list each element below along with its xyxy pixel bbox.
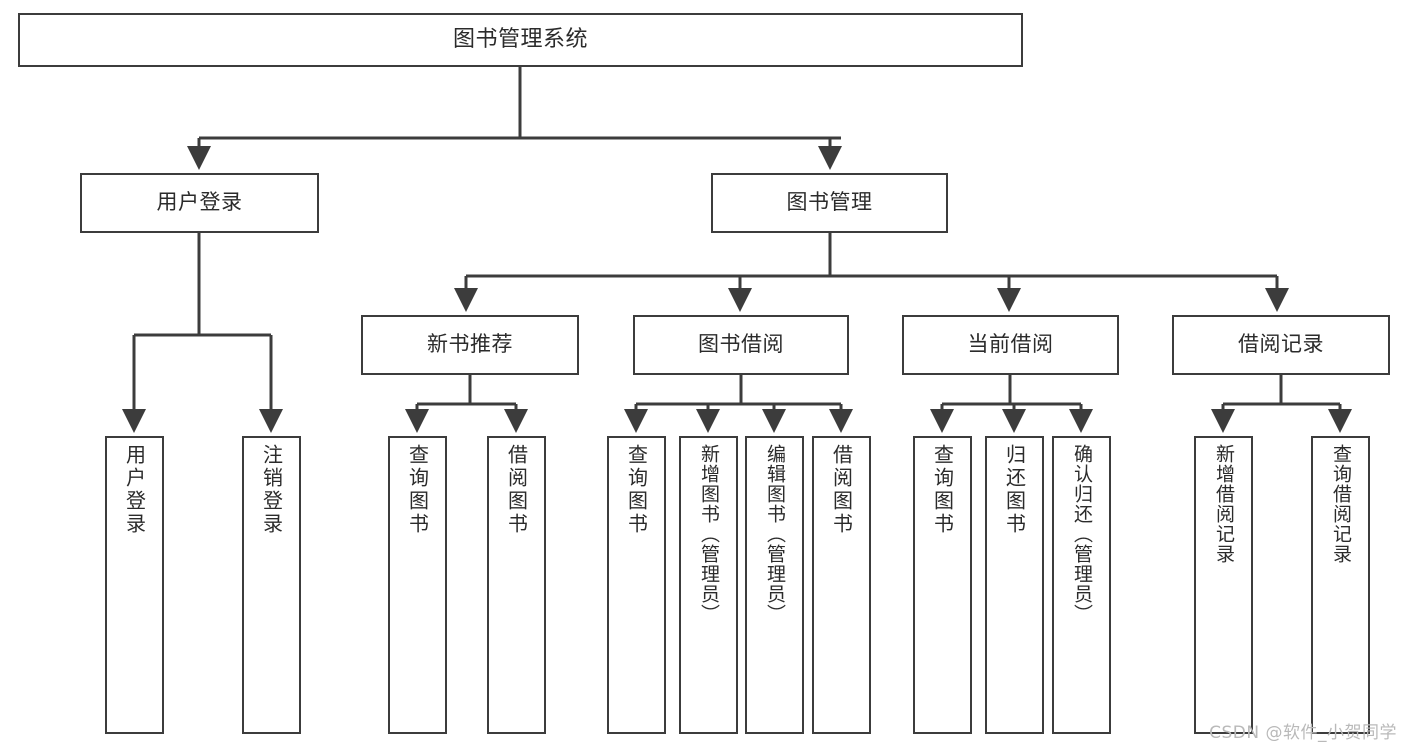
node-user-login[interactable]: 用户登录 bbox=[80, 173, 319, 233]
node-book-borrow-label: 图书借阅 bbox=[698, 332, 784, 357]
leaf-user-login[interactable]: 用户登录 bbox=[105, 436, 164, 734]
node-current-borrow[interactable]: 当前借阅 bbox=[902, 315, 1119, 375]
node-book-borrow[interactable]: 图书借阅 bbox=[633, 315, 849, 375]
leaf-add-borrow-record-label: 新增借阅记录 bbox=[1213, 444, 1235, 564]
node-new-book-recommend[interactable]: 新书推荐 bbox=[361, 315, 579, 375]
leaf-add-borrow-record[interactable]: 新增借阅记录 bbox=[1194, 436, 1253, 734]
leaf-query-borrow-record-label: 查询借阅记录 bbox=[1330, 444, 1352, 564]
leaf-query-book-current[interactable]: 查询图书 bbox=[913, 436, 972, 734]
node-book-manage[interactable]: 图书管理 bbox=[711, 173, 948, 233]
leaf-borrow-book-new[interactable]: 借阅图书 bbox=[487, 436, 546, 734]
leaf-edit-book-admin-label: 编辑图书（管理员） bbox=[764, 444, 786, 624]
leaf-confirm-return-admin-label: 确认归还（管理员） bbox=[1071, 444, 1093, 624]
leaf-query-borrow-record[interactable]: 查询借阅记录 bbox=[1311, 436, 1370, 734]
leaf-logout[interactable]: 注销登录 bbox=[242, 436, 301, 734]
leaf-return-book[interactable]: 归还图书 bbox=[985, 436, 1044, 734]
node-borrow-record[interactable]: 借阅记录 bbox=[1172, 315, 1390, 375]
leaf-user-login-label: 用户登录 bbox=[122, 444, 147, 536]
node-borrow-record-label: 借阅记录 bbox=[1238, 332, 1324, 357]
leaf-borrow-book[interactable]: 借阅图书 bbox=[812, 436, 871, 734]
node-root[interactable]: 图书管理系统 bbox=[18, 13, 1023, 67]
leaf-confirm-return-admin[interactable]: 确认归还（管理员） bbox=[1052, 436, 1111, 734]
leaf-query-book-new-label: 查询图书 bbox=[405, 444, 430, 536]
leaf-query-book-new[interactable]: 查询图书 bbox=[388, 436, 447, 734]
node-new-book-recommend-label: 新书推荐 bbox=[427, 332, 513, 357]
leaf-add-book-admin[interactable]: 新增图书（管理员） bbox=[679, 436, 738, 734]
node-user-login-label: 用户登录 bbox=[156, 190, 243, 215]
leaf-return-book-label: 归还图书 bbox=[1002, 444, 1027, 536]
leaf-query-book-current-label: 查询图书 bbox=[930, 444, 955, 536]
leaf-logout-label: 注销登录 bbox=[259, 444, 284, 536]
leaf-query-book-borrow[interactable]: 查询图书 bbox=[607, 436, 666, 734]
leaf-edit-book-admin[interactable]: 编辑图书（管理员） bbox=[745, 436, 804, 734]
node-current-borrow-label: 当前借阅 bbox=[967, 332, 1054, 357]
node-root-label: 图书管理系统 bbox=[452, 26, 588, 52]
leaf-query-book-borrow-label: 查询图书 bbox=[624, 444, 649, 536]
leaf-borrow-book-label: 借阅图书 bbox=[829, 444, 854, 536]
leaf-add-book-admin-label: 新增图书（管理员） bbox=[698, 444, 720, 624]
node-book-manage-label: 图书管理 bbox=[786, 190, 873, 215]
watermark-text: CSDN @软件_小贺同学 bbox=[1209, 723, 1397, 743]
leaf-borrow-book-new-label: 借阅图书 bbox=[504, 444, 529, 536]
